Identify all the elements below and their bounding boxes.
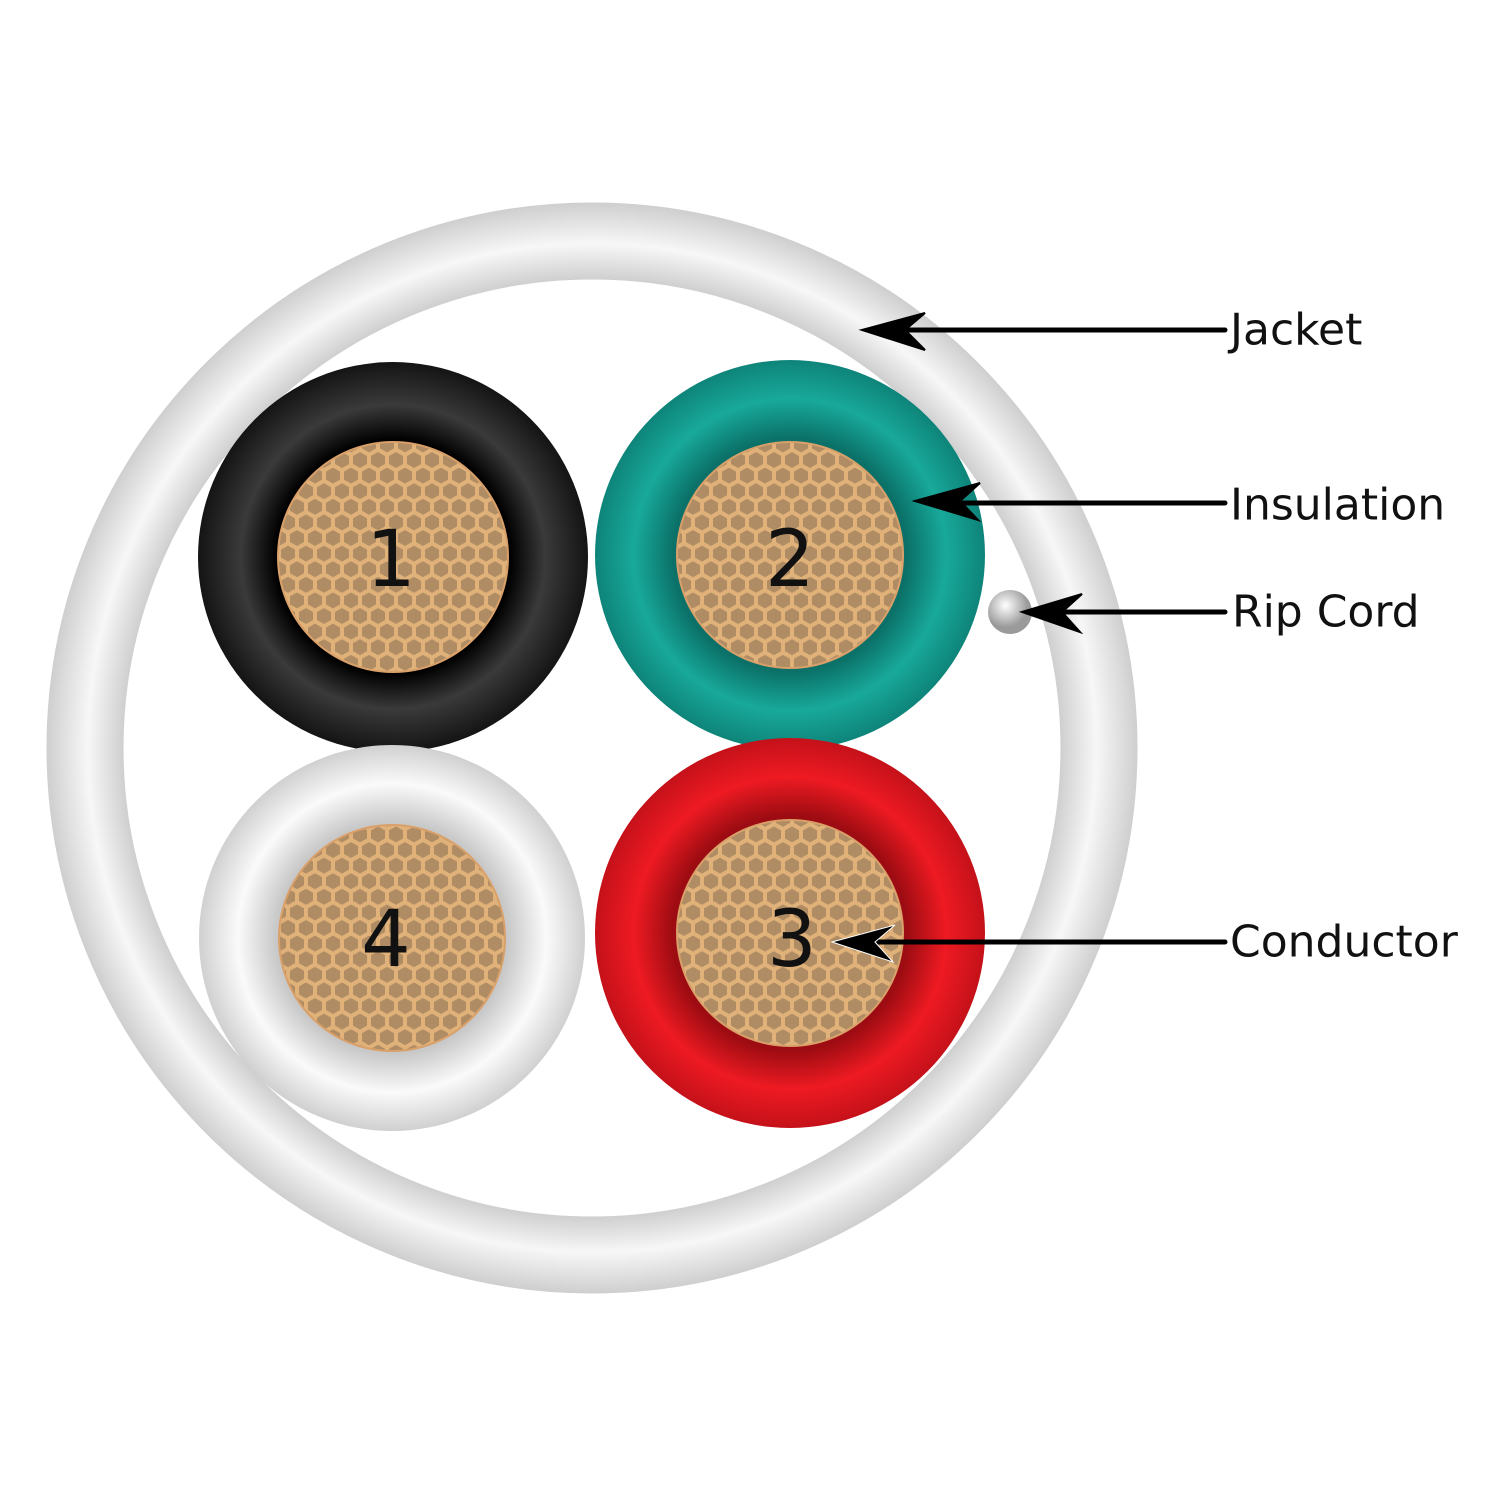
label-insulation: Insulation — [1230, 480, 1445, 531]
callout-insulation: Insulation — [911, 480, 1445, 531]
callout-jacket: Jacket — [858, 305, 1362, 356]
wire-1: 1 — [198, 362, 588, 752]
arrowhead-icon — [911, 482, 982, 523]
label-jacket: Jacket — [1227, 305, 1362, 356]
wire-2: 2 — [595, 360, 985, 750]
conductor-2 — [676, 441, 904, 669]
conductor-4 — [278, 824, 506, 1052]
label-conductor: Conductor — [1230, 917, 1459, 968]
conductor-3 — [676, 819, 904, 1047]
arrowhead-icon — [858, 312, 926, 351]
wire-number-3: 3 — [767, 895, 817, 985]
wire-4: 4 — [199, 745, 585, 1131]
jacket — [46, 202, 1138, 1294]
wire-number-1: 1 — [366, 515, 416, 605]
callout-rip-cord: Rip Cord — [1018, 587, 1420, 638]
wire-number-4: 4 — [361, 895, 411, 985]
arrowhead-icon — [830, 924, 896, 964]
label-rip-cord: Rip Cord — [1232, 587, 1420, 638]
wire-number-2: 2 — [765, 515, 815, 605]
callout-conductor: Conductor — [830, 917, 1459, 968]
rip-cord — [988, 590, 1032, 634]
wire-3: 3 — [595, 738, 985, 1128]
arrowhead-icon — [1018, 593, 1084, 635]
conductor-1 — [277, 441, 509, 673]
